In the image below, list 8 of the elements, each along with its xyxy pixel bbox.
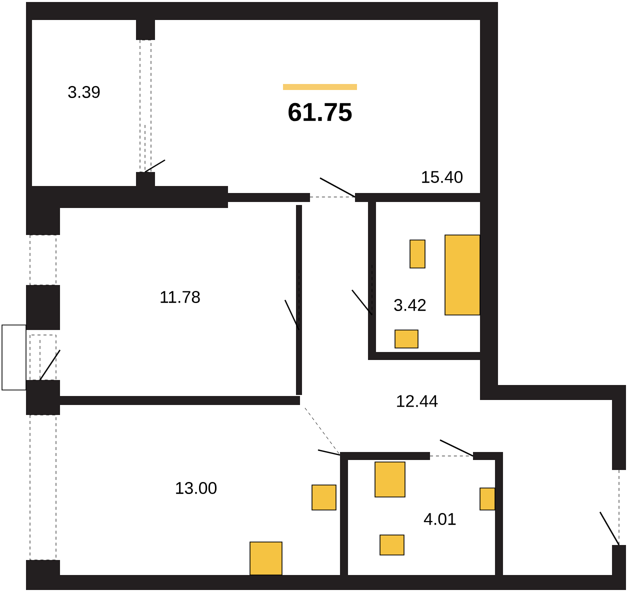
area-label: 11.78 bbox=[160, 291, 200, 303]
area-label: 61.75 bbox=[288, 102, 352, 122]
area-label: 15.40 bbox=[422, 171, 463, 183]
area-label: 3.42 bbox=[394, 299, 426, 311]
area-label: 4.01 bbox=[424, 513, 456, 525]
area-label: 13.00 bbox=[176, 482, 217, 494]
area-label: 12.44 bbox=[397, 395, 438, 407]
area-label: 3.39 bbox=[68, 86, 100, 98]
